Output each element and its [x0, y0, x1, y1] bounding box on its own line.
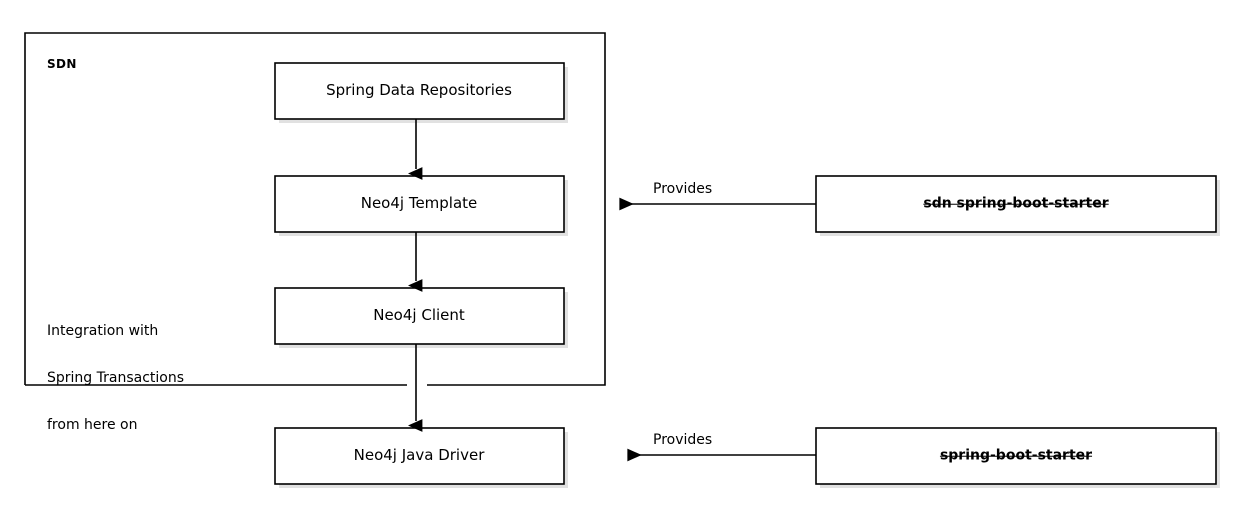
- sdn-package-container: [24, 32, 606, 386]
- sdn-package-label: SDN: [47, 57, 77, 71]
- node-box-neo4j-template[interactable]: [274, 175, 568, 236]
- edge-label-sdn-starter-provides: Provides: [653, 181, 713, 197]
- transaction-note-line-2: Spring Transactions: [47, 370, 185, 387]
- node-label-spring-data-repositories: Spring Data Repositories: [326, 81, 512, 100]
- node-box-neo4j-java-driver[interactable]: [274, 427, 568, 488]
- node-label-neo4j-java-driver: Neo4j Java Driver: [353, 446, 485, 465]
- transaction-note-line-3: from here on: [47, 417, 138, 434]
- node-box-sdn-spring-boot-starter[interactable]: [815, 175, 1220, 236]
- node-label-spring-boot-starter: spring-boot-starter: [939, 447, 1093, 464]
- node-box-spring-data-repositories[interactable]: [274, 62, 568, 123]
- transaction-note-line-1: Integration with: [47, 323, 159, 340]
- node-box-spring-boot-starter[interactable]: [815, 427, 1220, 488]
- node-box-neo4j-client[interactable]: [274, 287, 568, 348]
- node-label-neo4j-template: Neo4j Template: [360, 194, 478, 213]
- node-label-sdn-spring-boot-starter: sdn spring-boot-starter: [923, 195, 1109, 212]
- transaction-note: Integration with Spring Transactions fro…: [47, 293, 184, 465]
- edge-label-boot-starter-provides: Provides: [653, 432, 713, 448]
- node-label-neo4j-client: Neo4j Client: [373, 306, 465, 325]
